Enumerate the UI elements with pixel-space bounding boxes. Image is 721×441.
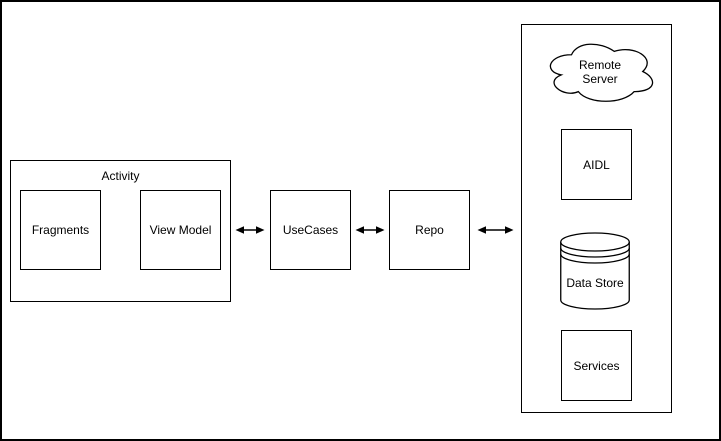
arrow-usecases-repo [355, 226, 385, 234]
remote-server-label: Remote Server [578, 57, 622, 86]
activity-group-title: Activity [101, 169, 140, 183]
view-model-node: View Model [140, 190, 221, 270]
remote-server-label-wrap: Remote Server [543, 38, 657, 105]
usecases-label: UseCases [282, 223, 339, 237]
data-store-label-wrap: Data Store [560, 268, 630, 298]
repo-node: Repo [389, 190, 470, 270]
data-store-label: Data Store [566, 276, 624, 290]
fragments-node: Fragments [20, 190, 101, 270]
fragments-label: Fragments [31, 223, 90, 237]
database-cylinder-shape [560, 232, 630, 310]
aidl-node: AIDL [561, 129, 632, 200]
usecases-node: UseCases [270, 190, 351, 270]
services-label: Services [573, 358, 620, 373]
arrow-repo-server [477, 226, 514, 234]
services-node: Services [561, 330, 632, 401]
repo-label: Repo [415, 223, 444, 237]
arrow-activity-usecases [235, 226, 265, 234]
cloud-shape [549, 43, 654, 102]
aidl-label: AIDL [583, 157, 610, 172]
view-model-label: View Model [149, 223, 212, 237]
